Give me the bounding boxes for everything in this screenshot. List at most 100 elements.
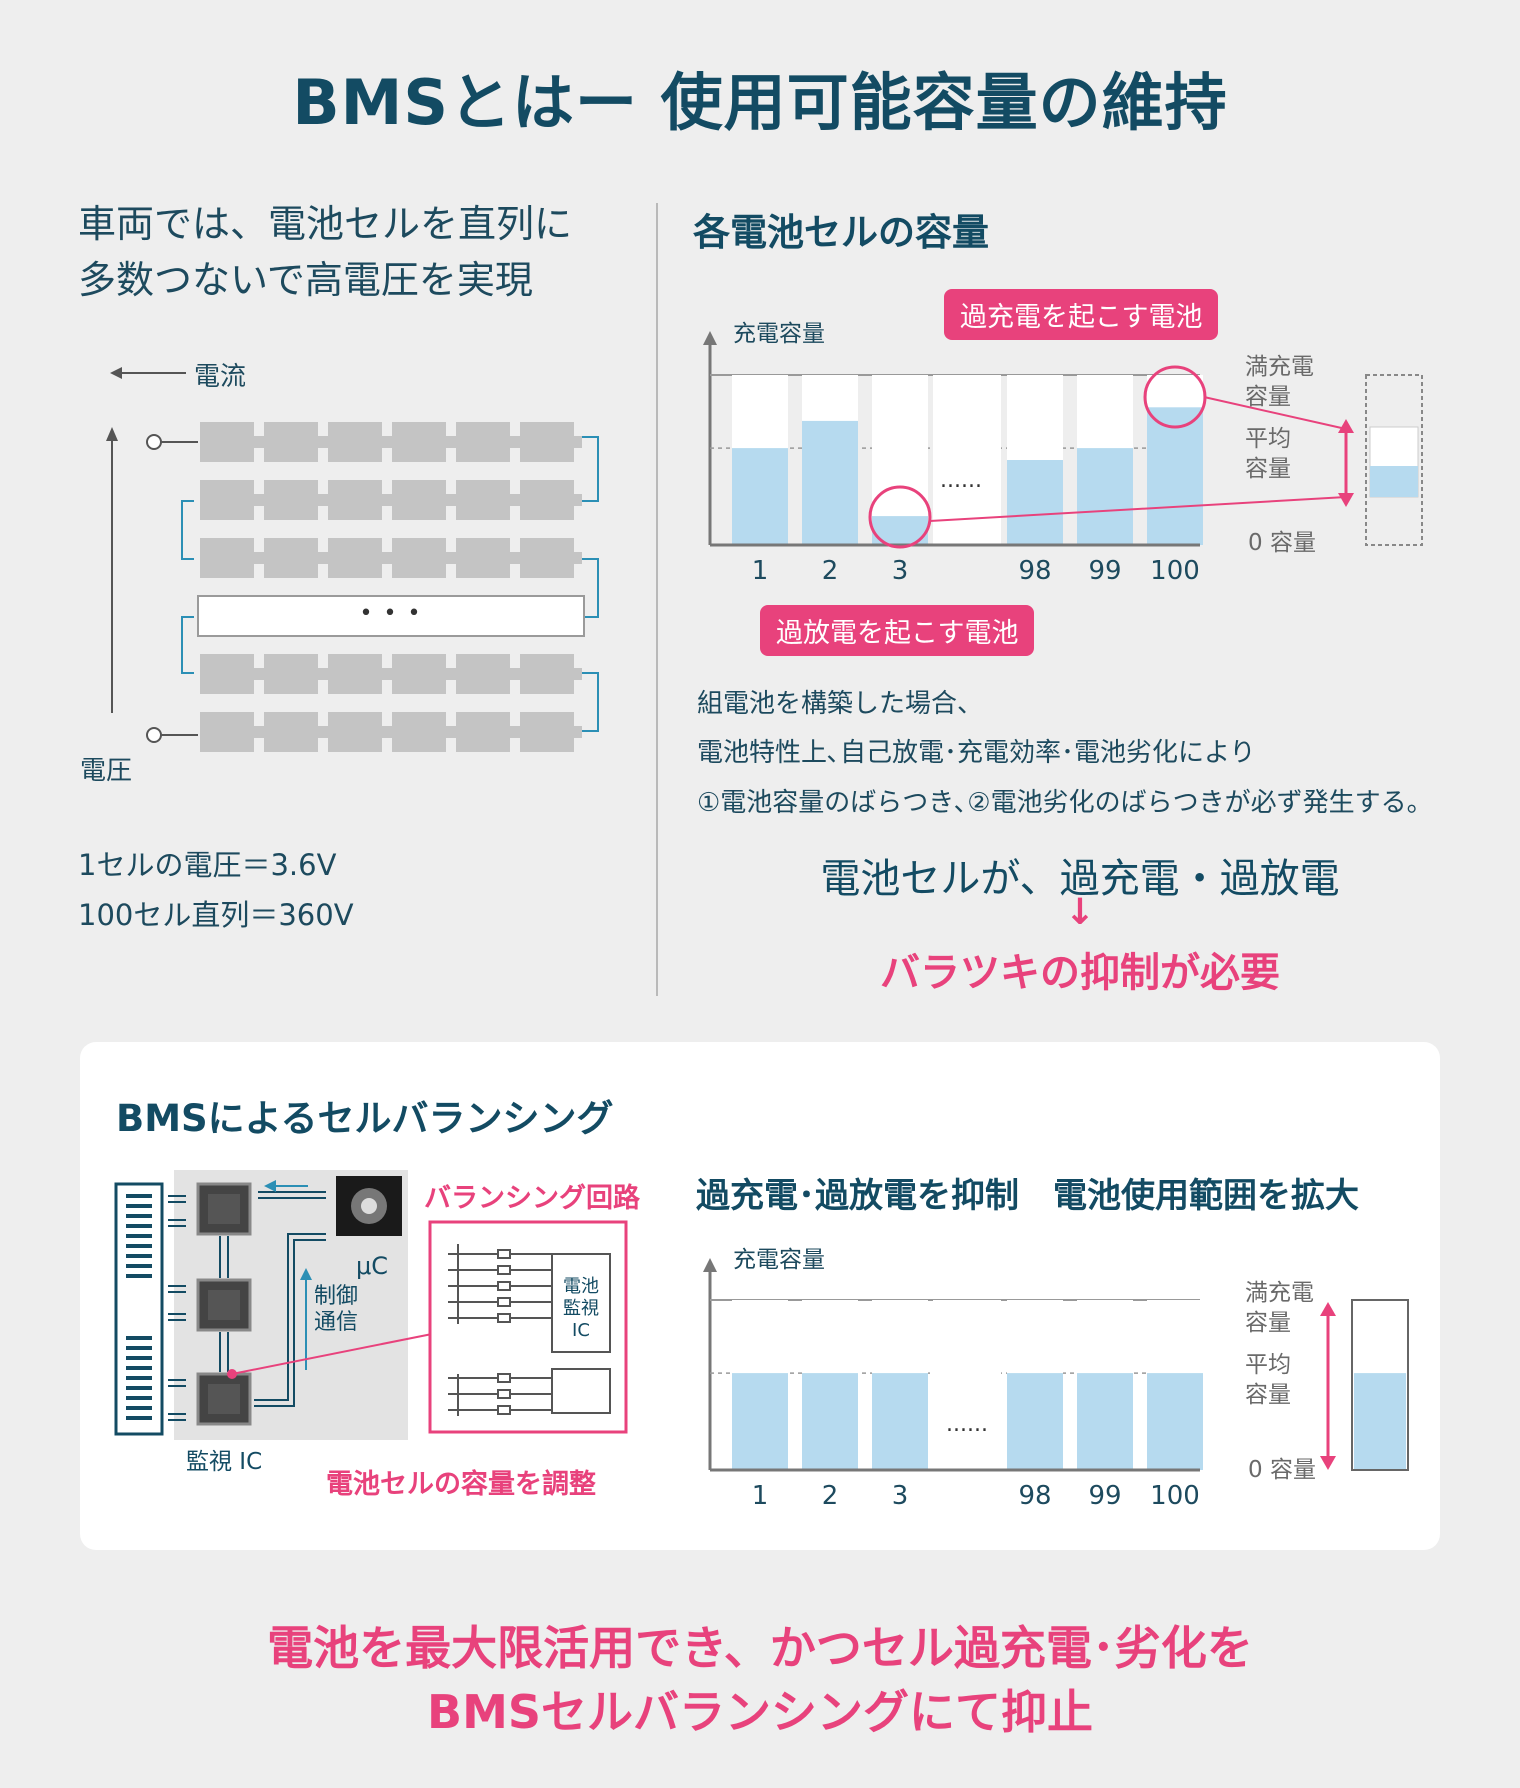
cell-row xyxy=(200,480,582,520)
bar-cell-3 xyxy=(872,1373,928,1470)
bar-cell-1 xyxy=(732,1373,788,1470)
resistor xyxy=(497,1297,511,1307)
monitor-ic-chip-3 xyxy=(196,1372,252,1426)
battery-cell xyxy=(456,422,510,462)
balancing-heading: BMSによるセルバランシング xyxy=(116,1097,614,1140)
chart2-level-avg-line2: 容量 xyxy=(1245,1382,1291,1408)
spec-series-voltage: 100セル直列＝360V xyxy=(78,898,354,932)
cell-row xyxy=(200,538,582,578)
cell-row xyxy=(200,654,582,694)
battery-cell xyxy=(328,480,382,520)
microcontroller-chip xyxy=(336,1176,402,1236)
ic-label-line1: 電池 xyxy=(563,1276,599,1297)
pack-cell-bar xyxy=(126,1234,152,1238)
lead-line-1: 車両では、電池セルを直列に xyxy=(78,202,573,246)
chart1-level-avg-line1: 平均 xyxy=(1245,426,1291,452)
lead-line-2: 多数つないで高電圧を実現 xyxy=(78,258,533,302)
pack-cell-bar xyxy=(126,1376,152,1380)
uc-arrow xyxy=(264,1180,308,1192)
battery-cell xyxy=(328,654,382,694)
bms-circuit-diagram xyxy=(114,1170,628,1440)
variation-range-cell xyxy=(1365,374,1423,546)
x-tick-label: 100 xyxy=(1150,556,1200,585)
balanced-range-cell xyxy=(1351,1299,1409,1471)
pack-cell-bar xyxy=(126,1194,152,1198)
chart2-dots: ...... xyxy=(946,1412,988,1437)
pack-cell-bar xyxy=(126,1244,152,1248)
bar-cell-98 xyxy=(1007,1373,1063,1470)
pack-cell-bar xyxy=(126,1264,152,1268)
battery-cell xyxy=(520,480,574,520)
chart1-level-full: 満充電 容量 xyxy=(1245,352,1314,412)
balancing-link xyxy=(227,1333,433,1379)
chart1-level-avg: 平均 容量 xyxy=(1245,424,1291,484)
bar-cell-98 xyxy=(1007,460,1063,545)
conclusion-line: 電池セルが、過充電・過放電 xyxy=(820,856,1340,902)
battery-cell xyxy=(264,538,318,578)
resistor xyxy=(497,1281,511,1291)
cell-rows xyxy=(200,422,582,752)
pack-cell-bar xyxy=(126,1346,152,1350)
x-tick-label: 99 xyxy=(1088,1481,1121,1511)
footer-line-2: BMSセルバランシングにて抑止 xyxy=(427,1685,1093,1739)
terminal-bottom xyxy=(146,727,198,743)
chart2-level-avg: 平均 容量 xyxy=(1245,1350,1291,1410)
cell-row xyxy=(200,422,582,462)
battery-cell xyxy=(264,654,318,694)
bar-cell-99 xyxy=(1077,448,1133,545)
bar-cell-100 xyxy=(1147,1373,1203,1470)
chart2-level-avg-line1: 平均 xyxy=(1245,1352,1291,1378)
pack-cell-bar xyxy=(126,1416,152,1420)
body-line-1: 組電池を構築した場合、 xyxy=(697,689,984,719)
ic-label-line3: IC xyxy=(572,1320,590,1341)
overdischarge-highlight xyxy=(868,485,932,549)
page-title: BMSとはー 使用可能容量の維持 xyxy=(292,66,1228,139)
series-connectors xyxy=(181,436,599,732)
resistor xyxy=(497,1265,511,1275)
resistor xyxy=(497,1249,511,1259)
pack-cell-bar xyxy=(126,1366,152,1370)
voltage-arrow xyxy=(106,427,118,713)
control-arrow xyxy=(300,1268,312,1370)
footer-line-1: 電池を最大限活用でき、かつセル過充電･劣化を xyxy=(267,1621,1253,1675)
battery-cell xyxy=(520,422,574,462)
conclusion-emphasis: バラツキの抑制が必要 xyxy=(880,950,1280,996)
control-comm-label: 制御 通信 xyxy=(314,1284,358,1336)
battery-cell xyxy=(392,480,446,520)
ic-label-line2: 監視 xyxy=(563,1298,599,1319)
bar-cell-1 xyxy=(732,448,788,545)
current-label: 電流 xyxy=(194,362,247,392)
battery-cell xyxy=(456,654,510,694)
monitor-ic-chip-2 xyxy=(196,1278,252,1332)
battery-cell xyxy=(264,712,318,752)
resistor xyxy=(497,1373,511,1383)
spec-voltage-per-cell: 1セルの電圧＝3.6V xyxy=(78,848,337,882)
series-cell-diagram xyxy=(106,367,599,752)
bar-cell-2 xyxy=(802,420,858,545)
battery-cell xyxy=(456,712,510,752)
battery-cell xyxy=(200,422,254,462)
balancing-circuit-box xyxy=(428,1220,628,1434)
x-tick-label: 98 xyxy=(1018,1481,1051,1511)
battery-cell xyxy=(392,712,446,752)
chart1-level-avg-line2: 容量 xyxy=(1245,456,1291,482)
terminal-top xyxy=(146,434,198,450)
pack-cell-bar xyxy=(126,1396,152,1400)
usable-range-arrow xyxy=(1320,1302,1336,1470)
battery-pack-icon xyxy=(114,1182,164,1436)
bar-cell-2 xyxy=(802,1373,858,1470)
battery-cell xyxy=(520,538,574,578)
x-tick-label: 3 xyxy=(892,1481,909,1511)
x-tick-label: 98 xyxy=(1018,556,1051,585)
chart2-level-full-line2: 容量 xyxy=(1245,1310,1291,1336)
chart1-dots: ...... xyxy=(940,468,982,493)
pack-cell-bar xyxy=(126,1386,152,1390)
body-line-3: ①電池容量のばらつき､②電池劣化のばらつきが必ず発生する。 xyxy=(697,788,1433,818)
ellipsis-text: • • • xyxy=(359,601,423,626)
pack-cell-bar xyxy=(126,1274,152,1278)
chart2-level-full: 満充電 容量 xyxy=(1245,1278,1314,1338)
pack-cell-bar xyxy=(126,1406,152,1410)
x-tick-label: 3 xyxy=(892,556,909,585)
battery-cell xyxy=(520,712,574,752)
